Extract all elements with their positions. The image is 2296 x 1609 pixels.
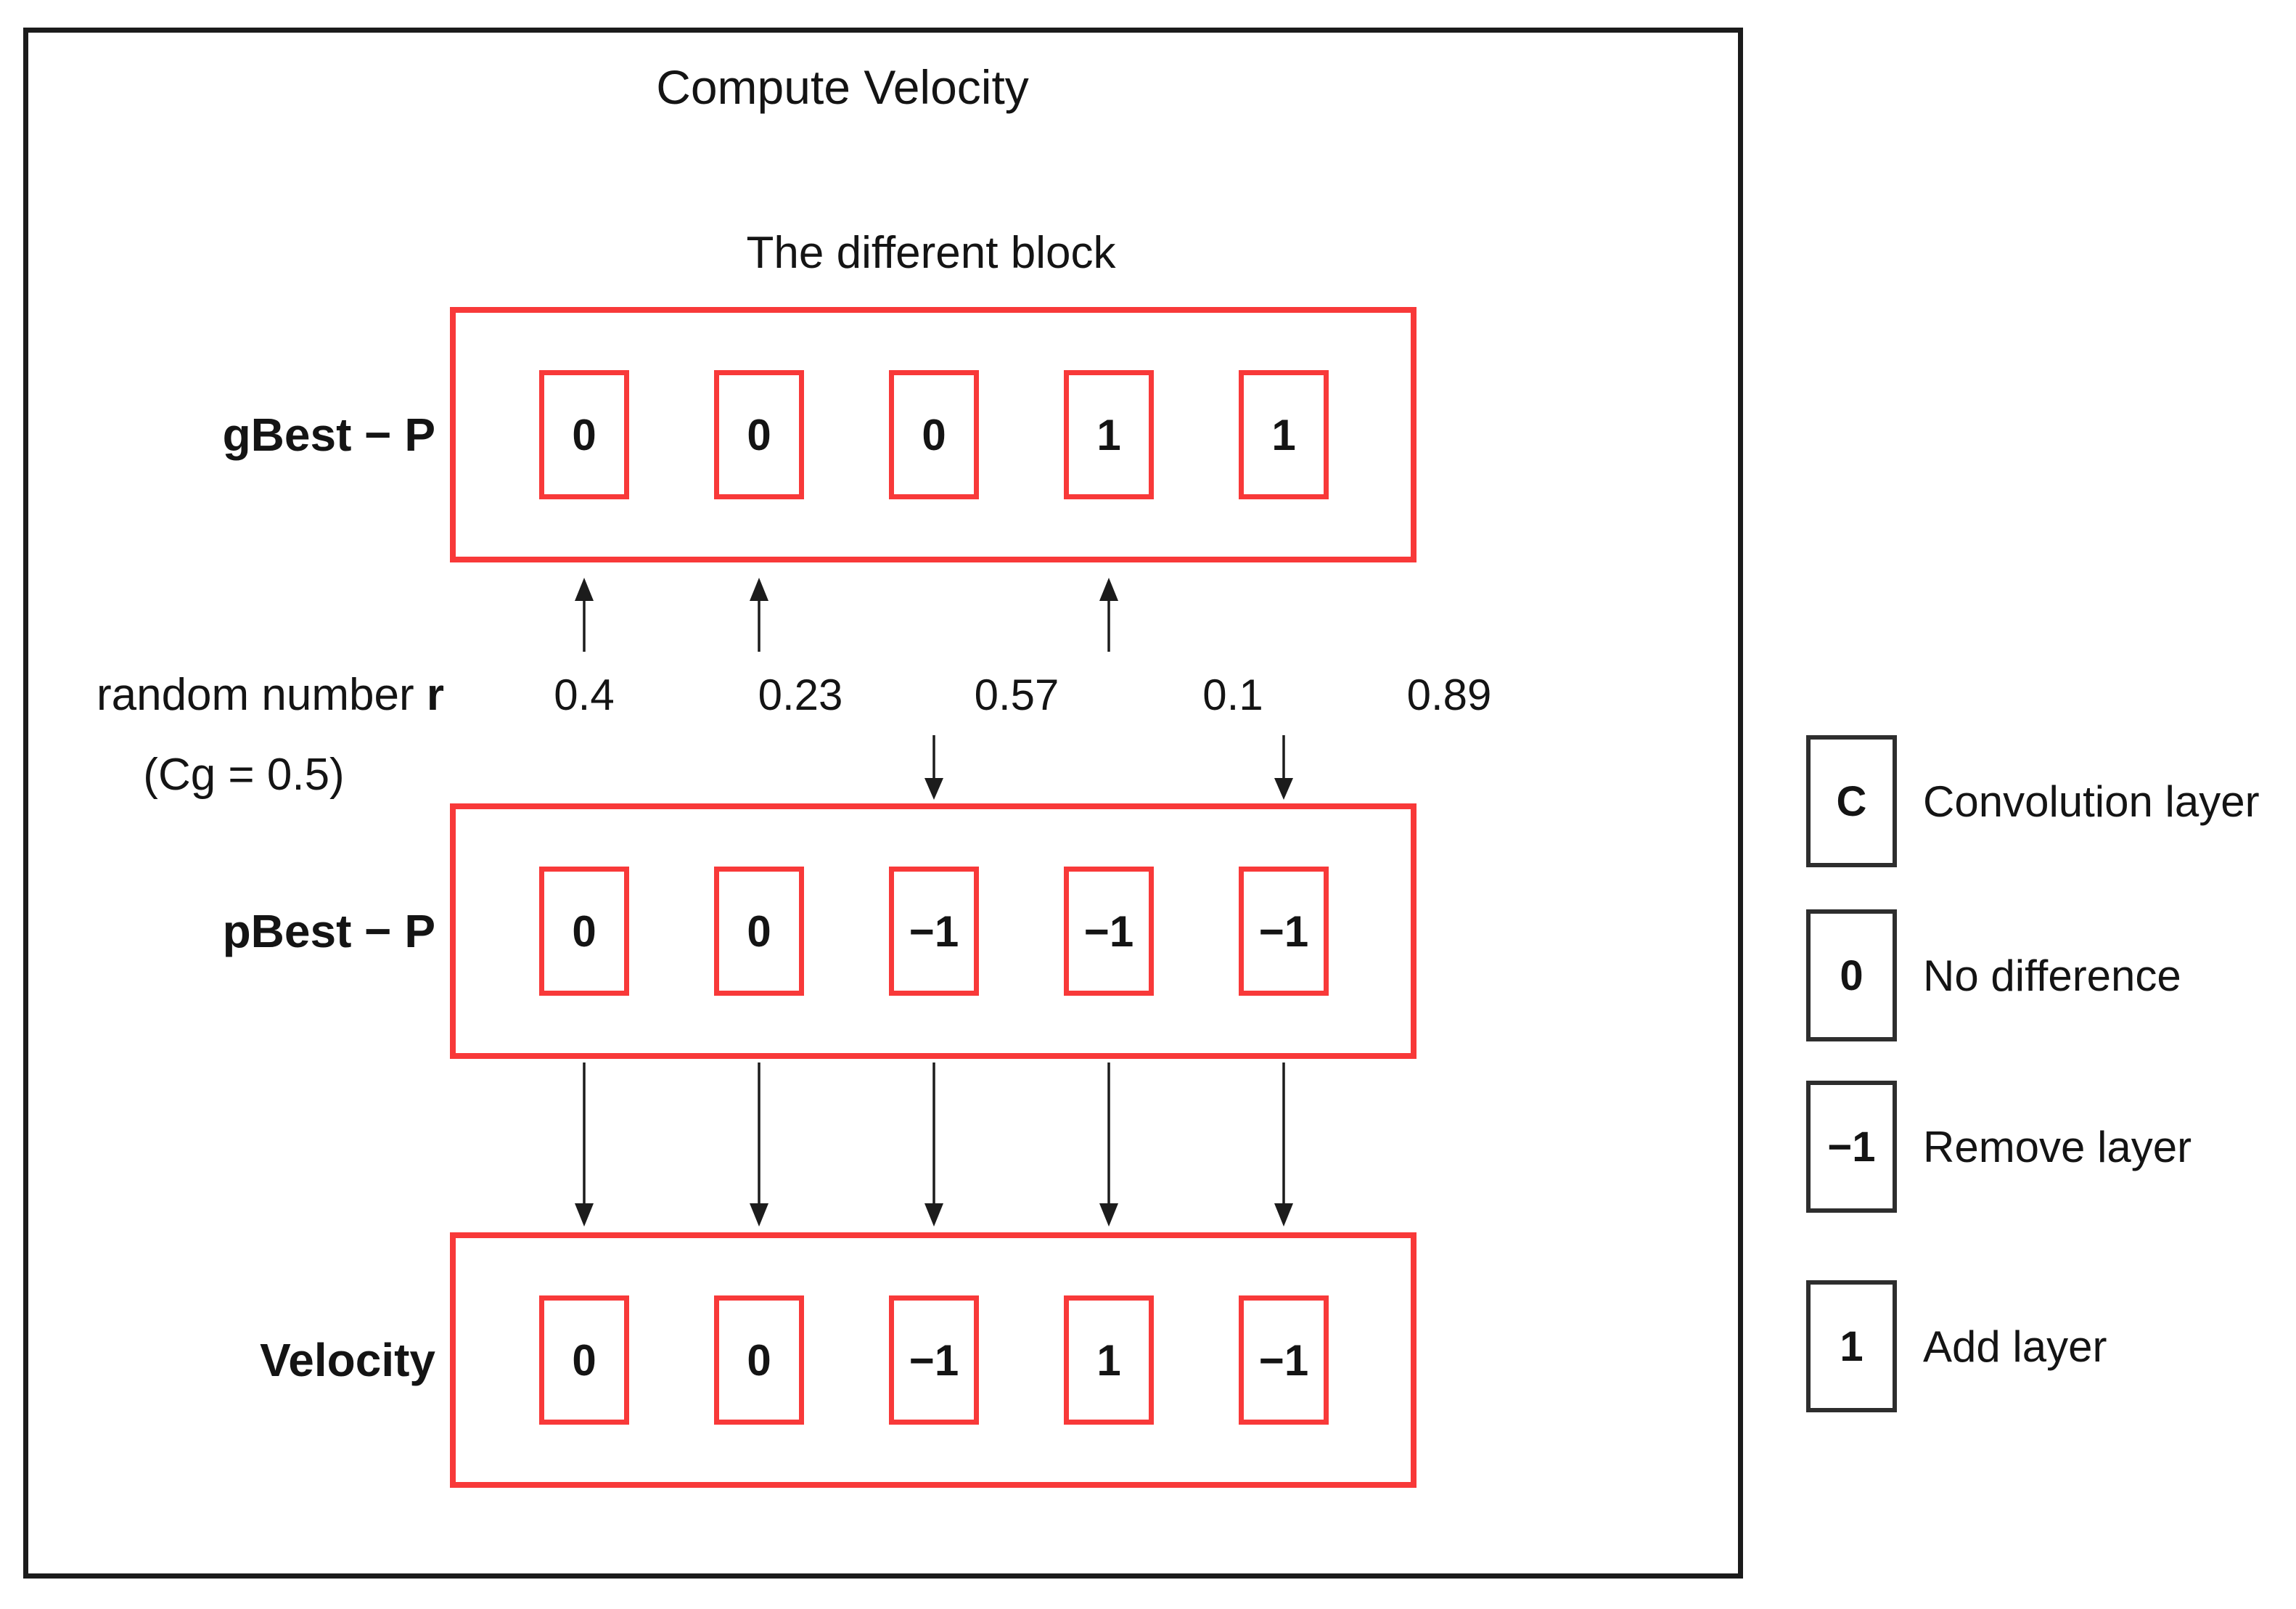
gbest-vector-box: 0 0 0 1 1	[450, 307, 1416, 562]
gbest-row-label: gBest − P	[222, 409, 435, 461]
velocity-cell: 0	[714, 1295, 804, 1425]
legend-symbol-box: 0	[1806, 909, 1897, 1041]
velocity-vector-box: 0 0 −1 1 −1	[450, 1232, 1416, 1488]
different-block-caption: The different block	[746, 228, 1116, 278]
velocity-cells: 0 0 −1 1 −1	[456, 1238, 1411, 1482]
velocity-cell: −1	[1239, 1295, 1329, 1425]
pbest-cell-value: 0	[572, 906, 596, 956]
figure-title: Compute Velocity	[656, 60, 1029, 114]
legend-symbol-box: C	[1806, 735, 1897, 867]
cg-threshold-label: (Cg = 0.5)	[143, 750, 345, 800]
gbest-cell: 1	[1064, 370, 1154, 499]
pbest-cell-value: −1	[909, 906, 959, 956]
legend-item: −1 Remove layer	[1806, 1081, 2296, 1213]
pbest-cell: 0	[539, 867, 629, 996]
gbest-cell: 0	[714, 370, 804, 499]
random-number-r: r	[426, 670, 444, 720]
pbest-cells: 0 0 −1 −1 −1	[456, 809, 1411, 1053]
legend-item: 1 Add layer	[1806, 1280, 2296, 1412]
random-value: 0.1	[1188, 669, 1278, 721]
pbest-cell-value: 0	[747, 906, 771, 956]
pbest-cell: −1	[1064, 867, 1154, 996]
random-number-label-text: random number	[96, 670, 427, 720]
legend-label: Convolution layer	[1923, 777, 2260, 826]
legend-symbol: −1	[1827, 1123, 1876, 1171]
legend-symbol-box: −1	[1806, 1081, 1897, 1213]
legend-label: Add layer	[1923, 1322, 2107, 1371]
legend-label: Remove layer	[1923, 1122, 2192, 1171]
random-values-row: 0.4 0.23 0.57 0.1 0.89	[456, 669, 1576, 721]
legend-symbol: 0	[1840, 951, 1864, 999]
gbest-cell-value: 1	[1271, 410, 1296, 459]
random-number-label: random number r	[44, 669, 444, 721]
gbest-cell-value: 0	[922, 410, 946, 459]
legend-symbol: 1	[1840, 1322, 1864, 1370]
velocity-cell: −1	[889, 1295, 979, 1425]
velocity-cell-value: −1	[1258, 1335, 1309, 1385]
legend-symbol-box: 1	[1806, 1280, 1897, 1412]
pbest-cell: −1	[1239, 867, 1329, 996]
pbest-cell: −1	[889, 867, 979, 996]
gbest-cells: 0 0 0 1 1	[456, 313, 1411, 557]
gbest-cell: 0	[889, 370, 979, 499]
pbest-vector-box: 0 0 −1 −1 −1	[450, 803, 1416, 1059]
random-value-text: 0.1	[1202, 671, 1263, 719]
random-value-text: 0.89	[1406, 671, 1492, 719]
velocity-cell: 0	[539, 1295, 629, 1425]
legend-item: C Convolution layer	[1806, 735, 2296, 867]
random-value: 0.89	[1404, 669, 1494, 721]
legend-label: No difference	[1923, 951, 2181, 1000]
random-value: 0.23	[755, 669, 845, 721]
random-value-text: 0.23	[758, 671, 843, 719]
gbest-cell: 1	[1239, 370, 1329, 499]
velocity-row-label: Velocity	[260, 1334, 435, 1386]
legend-item: 0 No difference	[1806, 909, 2296, 1041]
gbest-cell-value: 0	[572, 410, 596, 459]
gbest-cell-value: 0	[747, 410, 771, 459]
gbest-cell-value: 1	[1096, 410, 1121, 459]
velocity-cell-value: 0	[747, 1335, 771, 1385]
random-value-text: 0.4	[554, 671, 615, 719]
random-value: 0.57	[972, 669, 1062, 721]
gbest-cell: 0	[539, 370, 629, 499]
random-value-text: 0.57	[974, 671, 1059, 719]
velocity-cell-value: 0	[572, 1335, 596, 1385]
velocity-cell-value: 1	[1096, 1335, 1121, 1385]
pbest-row-label: pBest − P	[222, 905, 435, 957]
pbest-cell-value: −1	[1083, 906, 1134, 956]
random-value: 0.4	[539, 669, 629, 721]
velocity-cell-value: −1	[909, 1335, 959, 1385]
pbest-cell: 0	[714, 867, 804, 996]
legend-symbol: C	[1836, 777, 1867, 825]
velocity-cell: 1	[1064, 1295, 1154, 1425]
pbest-cell-value: −1	[1258, 906, 1309, 956]
